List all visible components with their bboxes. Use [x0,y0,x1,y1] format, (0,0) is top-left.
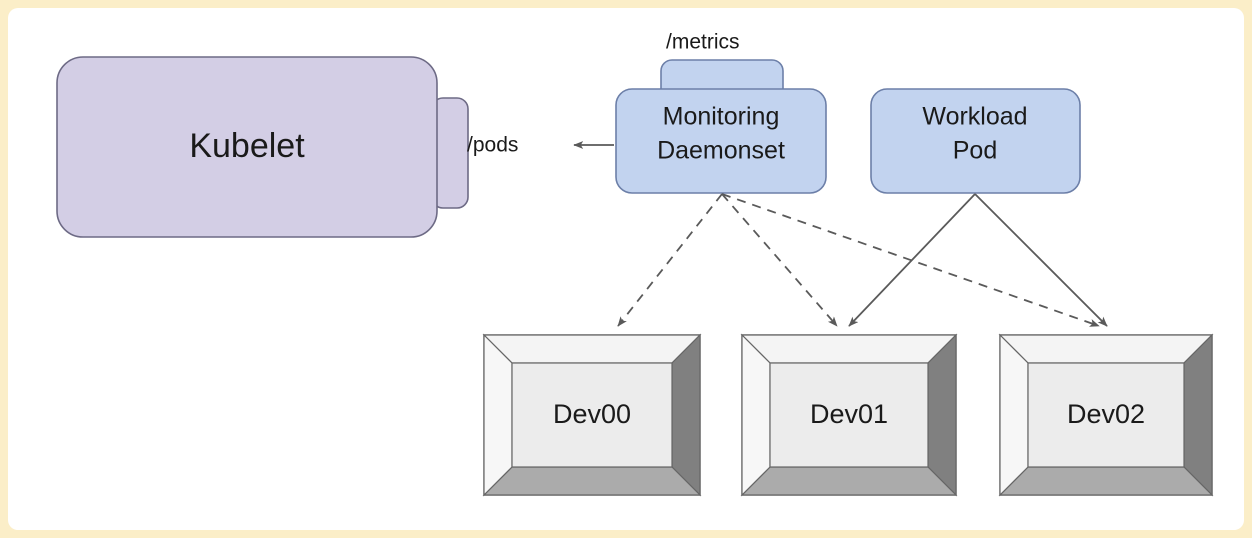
node-workload-pod[interactable]: Workload Pod [870,88,1081,194]
node-dev02[interactable]: Dev02 [998,333,1214,497]
dev01-bottom-face [740,466,958,496]
edge-md-to-dev02 [721,193,1100,327]
architecture-diagram: Kubelet Monitoring Daemonset /metrics Wo… [56,31,1214,497]
dev02-left-face [999,333,1029,497]
dev02-bottom-face [998,466,1214,496]
monitoring-daemonset-body [615,88,827,194]
dev00-label: Dev00 [553,399,631,429]
pods-label: /pods [467,134,518,157]
edge-md-to-dev01 [721,193,838,327]
edge-wp-to-dev01 [848,193,976,327]
node-monitoring-daemonset[interactable]: Monitoring Daemonset [615,59,827,194]
monitoring-daemonset-label-line1: Monitoring [663,103,780,131]
dev01-top-face [740,334,958,364]
edge-wp-to-dev02 [974,193,1108,327]
dev00-front-face [511,362,673,468]
diagram-canvas: Kubelet Monitoring Daemonset /metrics Wo… [8,8,1244,530]
workload-pod-label-line2: Pod [953,137,997,165]
metrics-label: /metrics [666,31,740,54]
dev01-left-face [741,333,771,497]
kubelet-body [56,56,438,238]
node-dev00[interactable]: Dev00 [482,333,702,497]
dev02-label: Dev02 [1067,399,1145,429]
dev01-front-face [769,362,929,468]
node-dev01[interactable]: Dev01 [740,333,958,497]
workload-pod-label-line1: Workload [922,103,1027,131]
node-kubelet[interactable]: Kubelet [56,56,469,238]
dev02-top-face [998,334,1214,364]
dev02-front-face [1027,362,1185,468]
dev01-label: Dev01 [810,399,888,429]
kubelet-label: Kubelet [189,127,305,165]
workload-pod-body [870,88,1081,194]
dev00-bottom-face [482,466,702,496]
edge-md-to-dev00 [617,193,723,327]
dev00-top-face [482,334,702,364]
monitoring-daemonset-label-line2: Daemonset [657,137,785,165]
dev00-left-face [483,333,513,497]
